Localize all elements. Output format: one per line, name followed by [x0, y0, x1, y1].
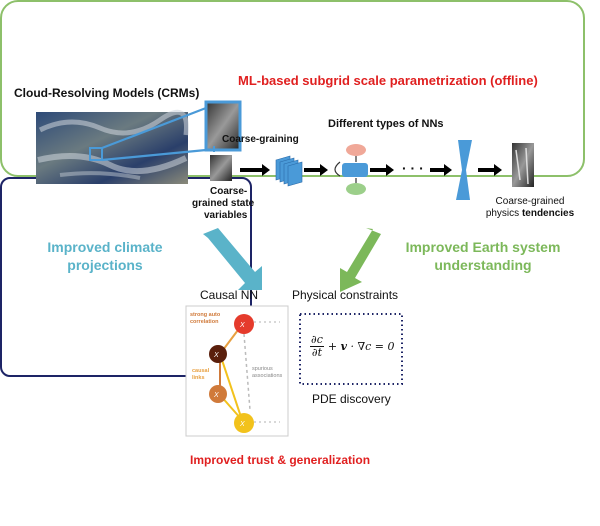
climate-line1: Improved climate: [47, 239, 163, 255]
earth-line1: Improved Earth system: [405, 239, 561, 255]
tendencies-tile: [512, 143, 534, 187]
causal-nn-title: Causal NN: [200, 288, 259, 302]
svg-text:X: X: [213, 392, 219, 399]
autoencoder-nn: [456, 140, 472, 200]
causal-links-line1: causal: [192, 368, 210, 374]
spurious-line1: spurious: [252, 366, 273, 372]
trust-label: Improved trust & generalization: [190, 453, 371, 467]
climate-projections-label: Improved climate projections: [30, 238, 180, 274]
nn-types-label: Different types of NNs: [328, 118, 444, 130]
coarse-graining-label: Coarse-graining: [222, 134, 299, 145]
panel-title: ML-based subgrid scale parametrization (…: [238, 73, 538, 88]
causal-links-line2: links: [192, 375, 205, 381]
svg-text:X: X: [213, 352, 219, 359]
tendencies-label: Coarse-grained physics tendencies: [478, 196, 582, 220]
causal-links-label: causal links: [192, 368, 209, 382]
spurious-label: spurious associations: [252, 366, 282, 380]
tendencies-prefix: physics: [485, 208, 522, 219]
pipeline-arrows: [240, 164, 502, 176]
pde-equation: ∂c ∂t + v · ∇c = 0: [310, 333, 395, 359]
svg-text:X: X: [239, 322, 245, 329]
earth-line2: understanding: [434, 257, 532, 273]
svg-text:X: X: [239, 421, 245, 428]
cnn-feature-maps: [275, 155, 303, 187]
tendencies-line1: Coarse-grained: [495, 196, 565, 207]
zoom-lines: [101, 100, 242, 162]
coarse-grained-tile: [210, 155, 232, 181]
auto-correlation-label: strong auto correlation: [190, 312, 220, 326]
state-variables-line1: Coarse-: [210, 186, 248, 197]
climate-line2: projections: [67, 257, 143, 273]
equation-box: [299, 313, 403, 385]
state-variables-line3: variables: [204, 210, 248, 221]
blue-arrow: [203, 228, 262, 290]
ellipsis: · · ·: [402, 160, 424, 176]
crm-label: Cloud-Resolving Models (CRMs): [14, 86, 200, 100]
physical-constraints-title: Physical constraints: [292, 288, 399, 302]
crm-map-image: [36, 109, 189, 184]
tendencies-line2: physics tendencies: [478, 208, 582, 220]
earth-system-label: Improved Earth system understanding: [388, 238, 578, 274]
state-variables-line2: grained state: [192, 198, 255, 209]
pde-discovery-title: PDE discovery: [312, 392, 391, 406]
spurious-line2: associations: [252, 373, 283, 379]
green-arrow: [340, 228, 381, 292]
state-variables-label: Coarse- grained state variables: [192, 186, 254, 222]
recurrent-nn-cell: [334, 144, 368, 195]
auto-corr-line1: strong auto: [190, 312, 221, 318]
tendencies-bold: tendencies: [521, 208, 575, 219]
auto-corr-line2: correlation: [190, 319, 219, 325]
causal-graph: X X X X: [185, 305, 289, 437]
